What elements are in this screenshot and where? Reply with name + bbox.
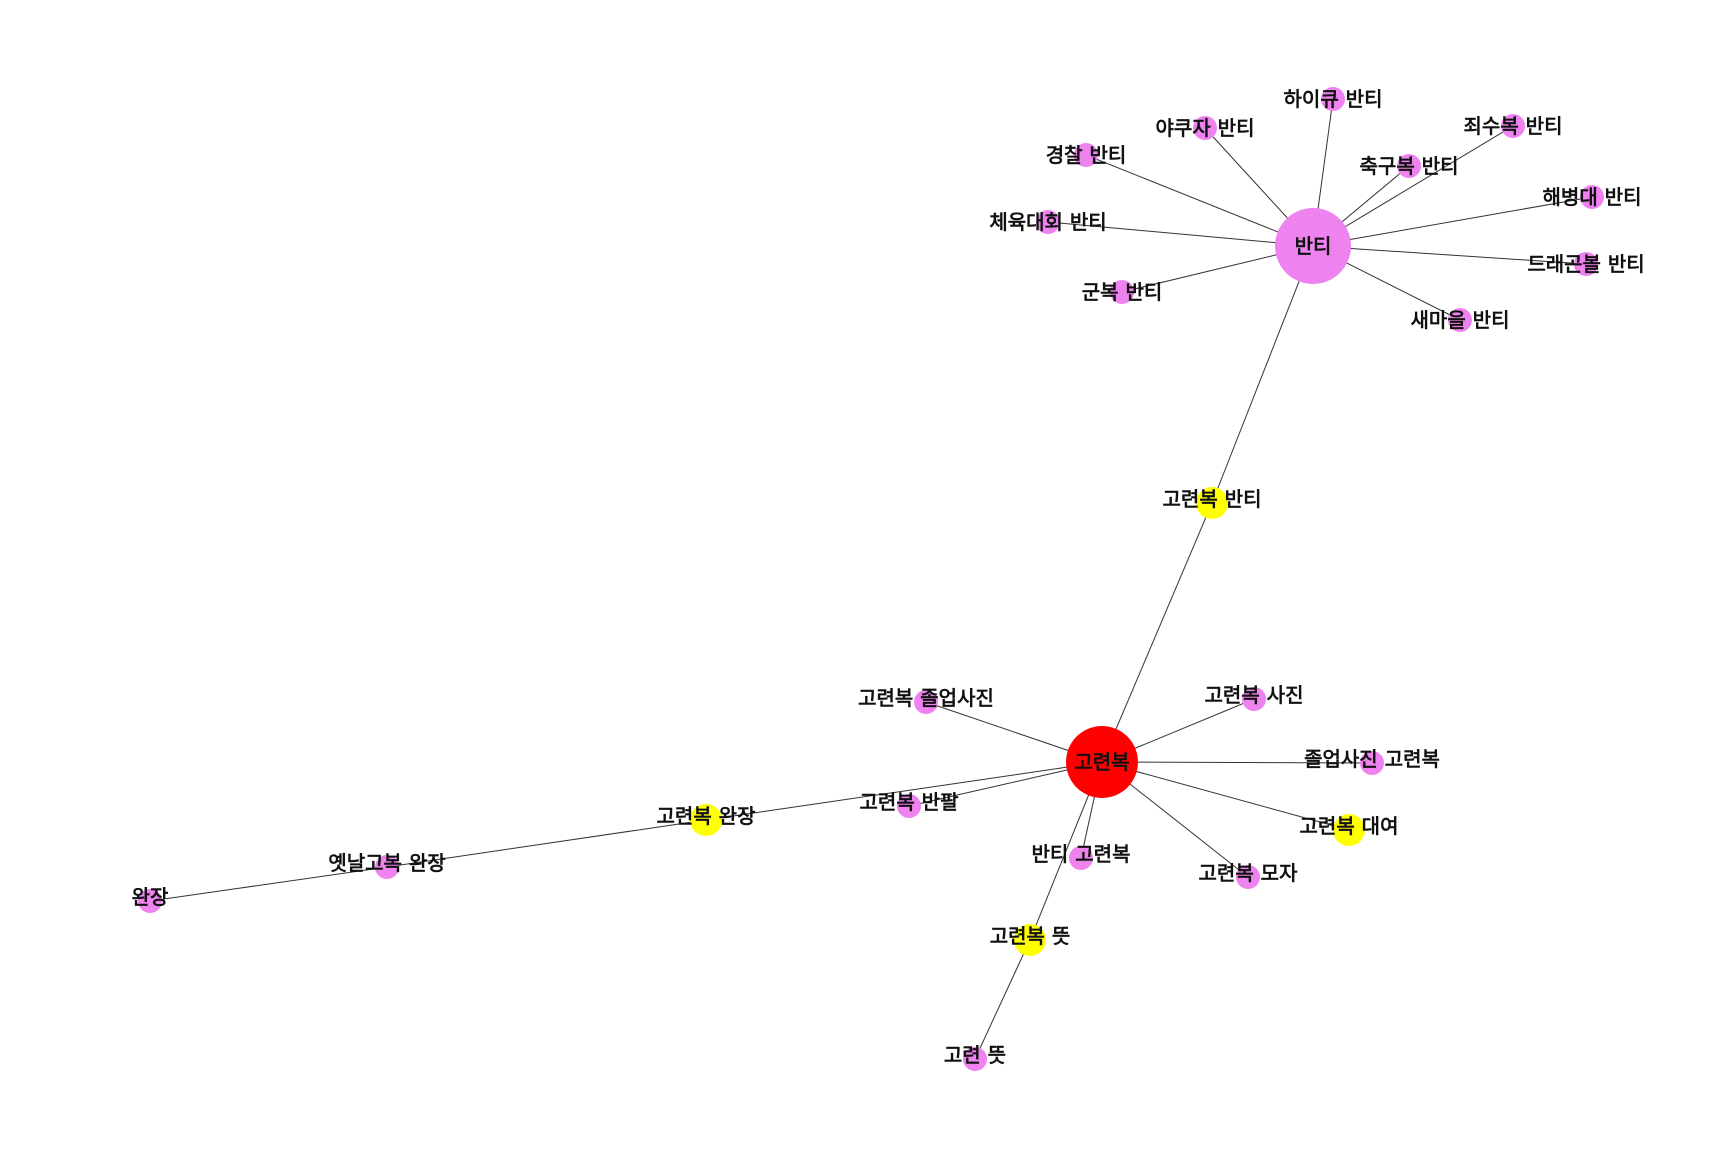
graph-node-label: 반티 고련복 bbox=[1032, 842, 1131, 866]
graph-node-n14 bbox=[1110, 280, 1134, 304]
graph-node-label: 새마을 반티 bbox=[1411, 308, 1510, 332]
graph-node-n24 bbox=[963, 1047, 987, 1071]
graph-node-n10 bbox=[1397, 154, 1421, 178]
edge-n0-n3 bbox=[705, 761, 1103, 821]
graph-node-label: 축구복 반티 bbox=[1360, 154, 1459, 178]
graph-node-n11 bbox=[1580, 185, 1604, 209]
graph-node-label: 완장 bbox=[132, 885, 169, 909]
edges-layer bbox=[149, 98, 1593, 1060]
edge-n3-n22 bbox=[386, 819, 707, 868]
graph-node-n8 bbox=[1501, 114, 1525, 138]
graph-node-n19 bbox=[897, 794, 921, 818]
graph-node-n17 bbox=[1242, 687, 1266, 711]
edge-n0-n18 bbox=[1101, 761, 1373, 764]
graph-node-label: 드래곤볼 반티 bbox=[1527, 252, 1644, 276]
edge-n1-n9 bbox=[1085, 154, 1314, 247]
graph-node-label: 죄수복 반티 bbox=[1464, 114, 1563, 138]
graph-node-n6 bbox=[1321, 87, 1345, 111]
edge-n1-n8 bbox=[1312, 125, 1514, 247]
graph-node-label: 고련복 반티 bbox=[1163, 487, 1262, 511]
graph-node-label: 경찰 반티 bbox=[1046, 143, 1127, 167]
graph-node-label: 반티 bbox=[1295, 234, 1332, 258]
edge-n2-n1 bbox=[1211, 245, 1314, 504]
edge-n1-n11 bbox=[1312, 196, 1593, 247]
graph-node-label: 고련복 대여 bbox=[1300, 814, 1399, 838]
graph-node-n3 bbox=[690, 804, 722, 836]
graph-node-n15 bbox=[1448, 308, 1472, 332]
graph-node-label: 하이큐 반티 bbox=[1284, 87, 1383, 111]
graph-node-n22 bbox=[375, 855, 399, 879]
graph-node-label: 고련복 졸업사진 bbox=[858, 686, 994, 710]
graph-node-label: 고련 뜻 bbox=[944, 1043, 1006, 1067]
edge-n22-n23 bbox=[149, 866, 388, 902]
graph-node-label: 군복 반티 bbox=[1082, 280, 1163, 304]
graph-node-label: 옛날고복 완장 bbox=[328, 851, 446, 875]
edge-n0-n4 bbox=[1101, 761, 1350, 831]
edge-n0-n2 bbox=[1101, 502, 1213, 763]
edge-n1-n13 bbox=[1312, 245, 1587, 265]
graph-node-label: 해병대 반티 bbox=[1543, 185, 1642, 209]
graph-node-label: 고련복 사진 bbox=[1205, 683, 1304, 707]
graph-node-n12 bbox=[1036, 210, 1060, 234]
graph-node-n13 bbox=[1574, 252, 1598, 276]
graph-node-n5 bbox=[1014, 924, 1046, 956]
edge-n1-n12 bbox=[1047, 221, 1314, 247]
graph-node-label: 체육대회 반티 bbox=[989, 210, 1106, 234]
graph-node-label: 고련복 완장 bbox=[657, 804, 757, 828]
graph-node-n18 bbox=[1360, 751, 1384, 775]
graph-node-label: 졸업사진 고련복 bbox=[1304, 747, 1440, 771]
nodes-layer bbox=[138, 87, 1604, 1071]
graph-node-n20 bbox=[1069, 846, 1093, 870]
graph-node-label: 고련복 뜻 bbox=[990, 924, 1071, 948]
graph-node-n23 bbox=[138, 889, 162, 913]
graph-node-n1 bbox=[1275, 208, 1351, 284]
graph-node-n16 bbox=[914, 690, 938, 714]
graph-node-label: 야쿠자 반티 bbox=[1156, 116, 1255, 140]
graph-node-label: 고련복 bbox=[1074, 750, 1129, 774]
graph-node-n4 bbox=[1333, 814, 1365, 846]
graph-node-n21 bbox=[1236, 865, 1260, 889]
edge-n5-n24 bbox=[974, 939, 1031, 1060]
graph-node-n2 bbox=[1196, 487, 1228, 519]
graph-node-label: 고련복 모자 bbox=[1199, 861, 1299, 885]
graph-node-n0 bbox=[1066, 726, 1138, 798]
graph-node-n9 bbox=[1074, 143, 1098, 167]
graph-node-label: 고련복 반팔 bbox=[860, 790, 960, 814]
graph-node-n7 bbox=[1193, 116, 1217, 140]
